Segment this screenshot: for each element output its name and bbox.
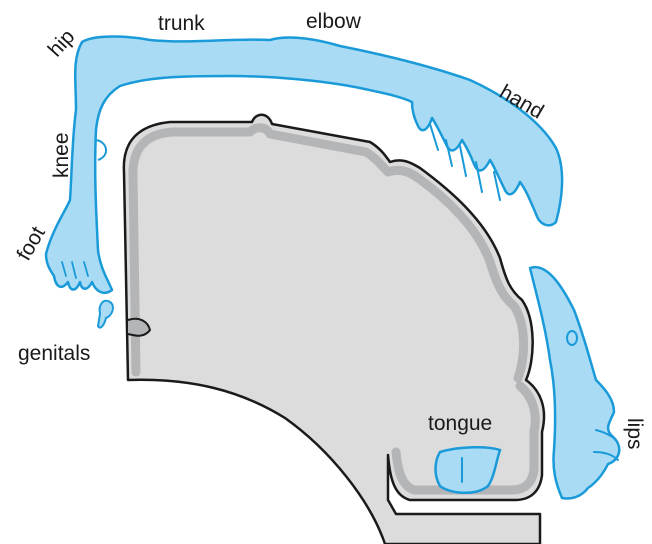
knee-bump bbox=[96, 140, 106, 160]
label-trunk: trunk bbox=[158, 12, 205, 35]
label-hip: hip bbox=[44, 25, 80, 61]
label-tongue: tongue bbox=[428, 412, 492, 435]
genitals-shape bbox=[98, 301, 113, 328]
label-genitals: genitals bbox=[18, 342, 90, 365]
face bbox=[530, 267, 619, 498]
label-foot: foot bbox=[12, 223, 50, 265]
label-knee: knee bbox=[50, 132, 73, 178]
label-lips: lips bbox=[623, 418, 646, 450]
face-profile bbox=[530, 267, 619, 498]
label-elbow: elbow bbox=[306, 10, 362, 33]
